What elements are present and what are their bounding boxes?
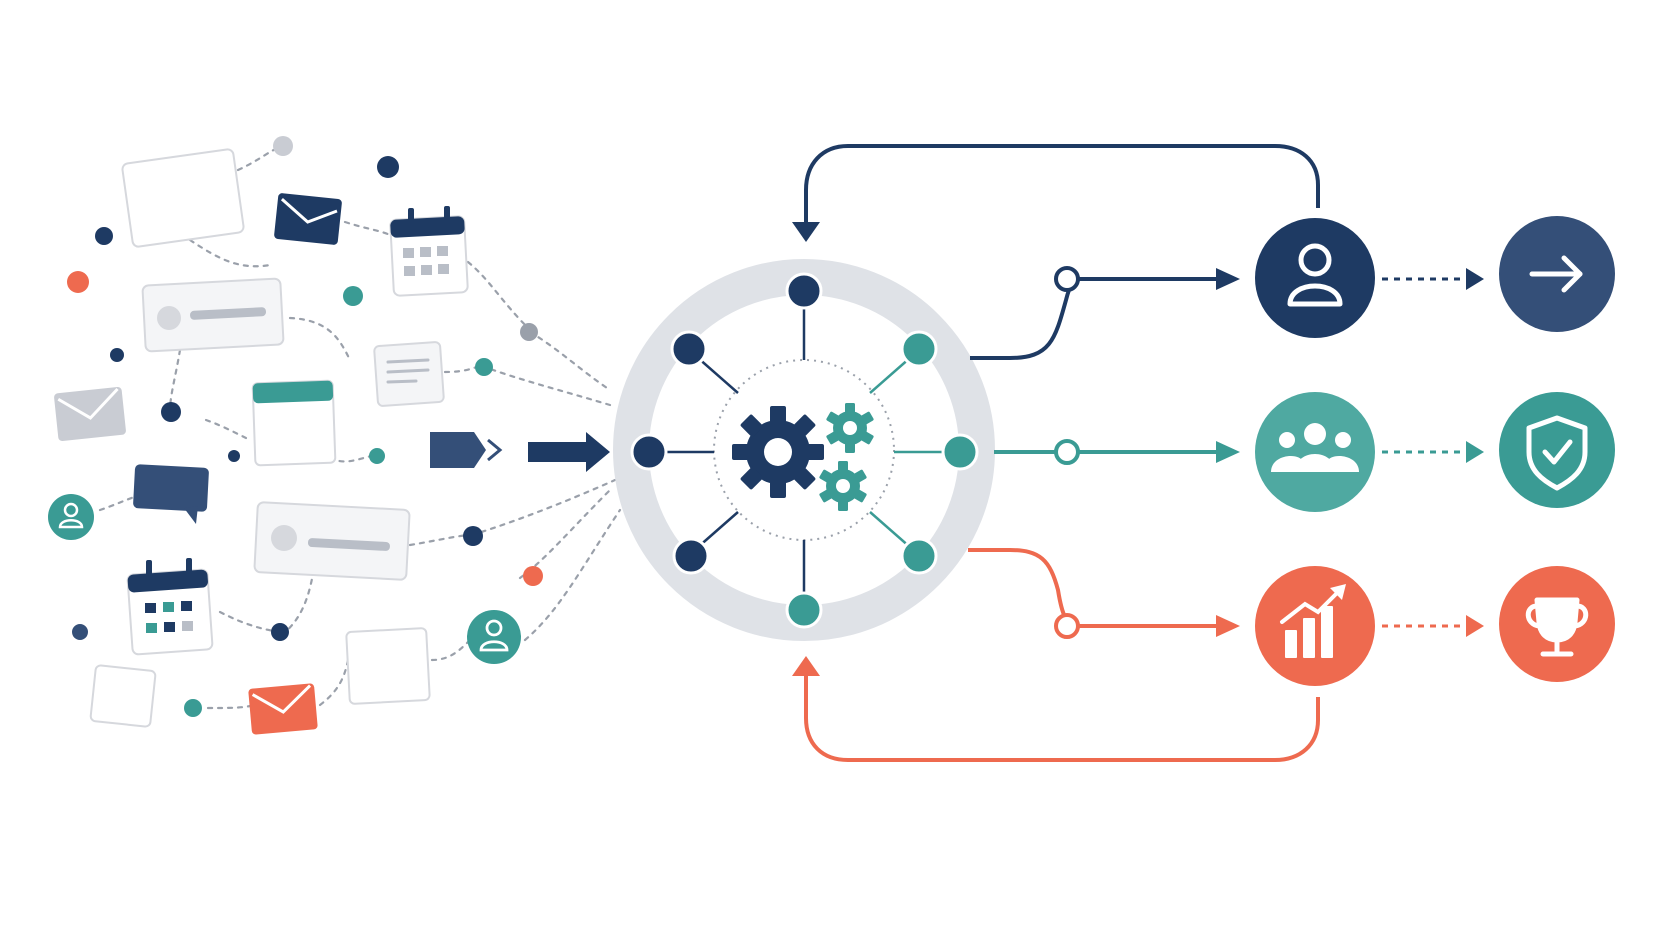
result-success <box>1499 566 1615 682</box>
feedback-loop-bottom <box>792 656 1320 762</box>
envelope-icon <box>274 193 342 245</box>
hub-node <box>785 272 823 310</box>
envelope-icon <box>248 683 318 735</box>
user-icon <box>467 610 521 664</box>
calendar-icon <box>126 558 214 656</box>
hub-node <box>900 330 938 368</box>
card-icon <box>89 664 157 728</box>
form-field-icon <box>141 277 285 353</box>
result-arrow-individual <box>1382 268 1484 290</box>
outcome-growth <box>1255 566 1375 686</box>
feedback-loop-top <box>792 144 1320 242</box>
card-icon <box>121 148 245 248</box>
calendar-icon <box>389 206 469 297</box>
hub <box>613 259 995 641</box>
message-bubble-icon <box>133 464 209 524</box>
document-icon <box>373 341 445 407</box>
outcome-team <box>1255 392 1375 512</box>
input-arrow <box>528 432 610 472</box>
card-icon <box>251 379 337 467</box>
envelope-icon <box>54 386 126 442</box>
tag-icon <box>430 432 503 468</box>
trophy-icon <box>1525 597 1589 657</box>
hub-node <box>785 591 823 629</box>
scatter-dots <box>67 136 543 717</box>
arrow-right-icon <box>1529 255 1583 293</box>
hub-node <box>672 537 710 575</box>
flow-individual <box>970 266 1240 360</box>
outcome-individual <box>1255 218 1375 338</box>
result-arrow-growth <box>1382 615 1484 637</box>
result-arrow-team <box>1382 441 1484 463</box>
gears-icon <box>732 403 874 511</box>
result-secure <box>1499 392 1615 508</box>
group-icon <box>1271 423 1359 472</box>
flow-growth <box>968 548 1240 639</box>
card-icon <box>345 627 431 705</box>
hub-node <box>670 330 708 368</box>
bar-chart-icon <box>1280 584 1346 658</box>
flow-team <box>994 439 1240 465</box>
user-icon <box>48 494 94 540</box>
shield-check-icon <box>1526 415 1588 491</box>
hub-node <box>941 433 979 471</box>
hub-node <box>630 433 668 471</box>
form-field-icon <box>253 501 411 581</box>
user-icon <box>1287 243 1343 307</box>
result-next <box>1499 216 1615 332</box>
hub-node <box>900 537 938 575</box>
